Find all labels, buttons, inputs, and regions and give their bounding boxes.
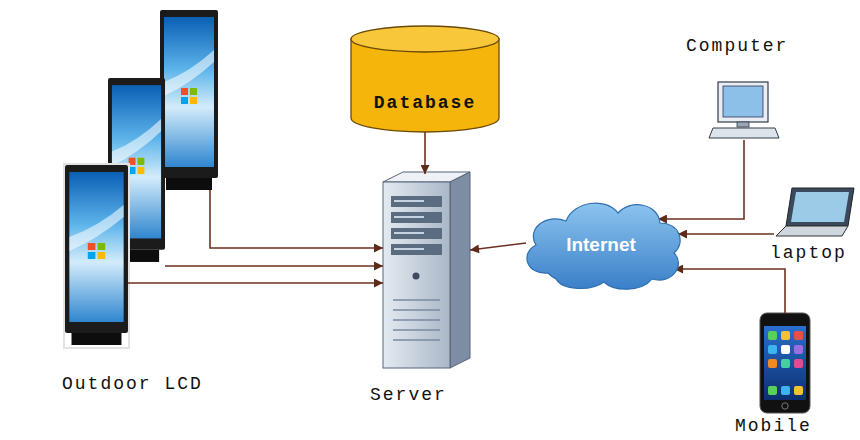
drive-slot [394, 216, 424, 218]
app-icon [768, 386, 777, 395]
vent [393, 329, 440, 331]
drive-bay [391, 212, 442, 223]
icon-label: Server [370, 385, 447, 405]
app-icon [768, 345, 777, 354]
monitor-screen [723, 86, 763, 117]
app-icon [794, 386, 803, 395]
arrow-connector [128, 282, 383, 284]
laptop-lid [786, 188, 854, 226]
app-icon [781, 359, 790, 368]
app-icon [781, 386, 790, 395]
app-icon [768, 331, 777, 340]
server-node: Server [380, 170, 472, 370]
arrow-connector [470, 243, 526, 250]
lcd-kiosk [64, 164, 129, 348]
vent [393, 319, 440, 321]
lcd-group: Outdoor LCD [60, 8, 225, 350]
arrow-connector [424, 131, 426, 174]
monitor-stand [737, 122, 749, 127]
laptop-node: laptop [772, 186, 858, 238]
lcd-kiosk [160, 10, 218, 190]
cylinder-top [351, 26, 499, 52]
phone-body [760, 313, 810, 413]
lcd-kiosk-front [65, 165, 128, 345]
keyboard [709, 128, 779, 138]
drive-bay [391, 196, 442, 207]
app-icon [781, 331, 790, 340]
arrow-connector [165, 265, 383, 267]
mobile-node: Mobile [758, 312, 812, 414]
node-label: Internet [566, 235, 636, 255]
vent [393, 299, 440, 301]
app-icon [794, 345, 803, 354]
app-icon [794, 359, 803, 368]
server-tower [383, 172, 470, 368]
power-button [413, 273, 420, 280]
computer-icon [709, 82, 779, 138]
vent [393, 339, 440, 341]
tower-front [383, 182, 450, 368]
icon-label: Mobile [735, 416, 812, 436]
drive-slot [394, 200, 424, 202]
app-icon [768, 359, 777, 368]
drive-slot [394, 232, 424, 234]
phone-screen [764, 326, 806, 400]
mobile-icon [760, 313, 810, 413]
cylinder-body [351, 39, 499, 132]
arrow-connector [678, 233, 774, 235]
drive-bay [391, 244, 442, 255]
drive-slot [394, 248, 424, 250]
tower-side [450, 172, 470, 368]
drive-bay [391, 228, 442, 239]
computer-node: Computer [708, 78, 780, 140]
app-icon [781, 345, 790, 354]
cloud-outline [527, 203, 680, 289]
icon-label: Computer [686, 36, 788, 56]
cylinder-shape [350, 25, 500, 133]
kiosk-rim [64, 164, 129, 348]
monitor [718, 82, 768, 122]
node-label: Database [374, 93, 476, 113]
laptop-base [776, 226, 848, 236]
laptop-icon [776, 188, 854, 236]
laptop-screen [791, 192, 849, 222]
arrow-connector [674, 269, 785, 313]
arrow-connector [210, 190, 383, 248]
arrow-connector [658, 140, 744, 219]
internet-cloud: Internet [518, 193, 684, 293]
lcd-kiosk-back [160, 10, 218, 190]
home-button [782, 403, 788, 409]
icon-label: Outdoor LCD [62, 374, 203, 394]
app-icon [794, 331, 803, 340]
database-cylinder: Database [350, 25, 500, 133]
icon-label: laptop [770, 243, 847, 263]
vent [393, 309, 440, 311]
